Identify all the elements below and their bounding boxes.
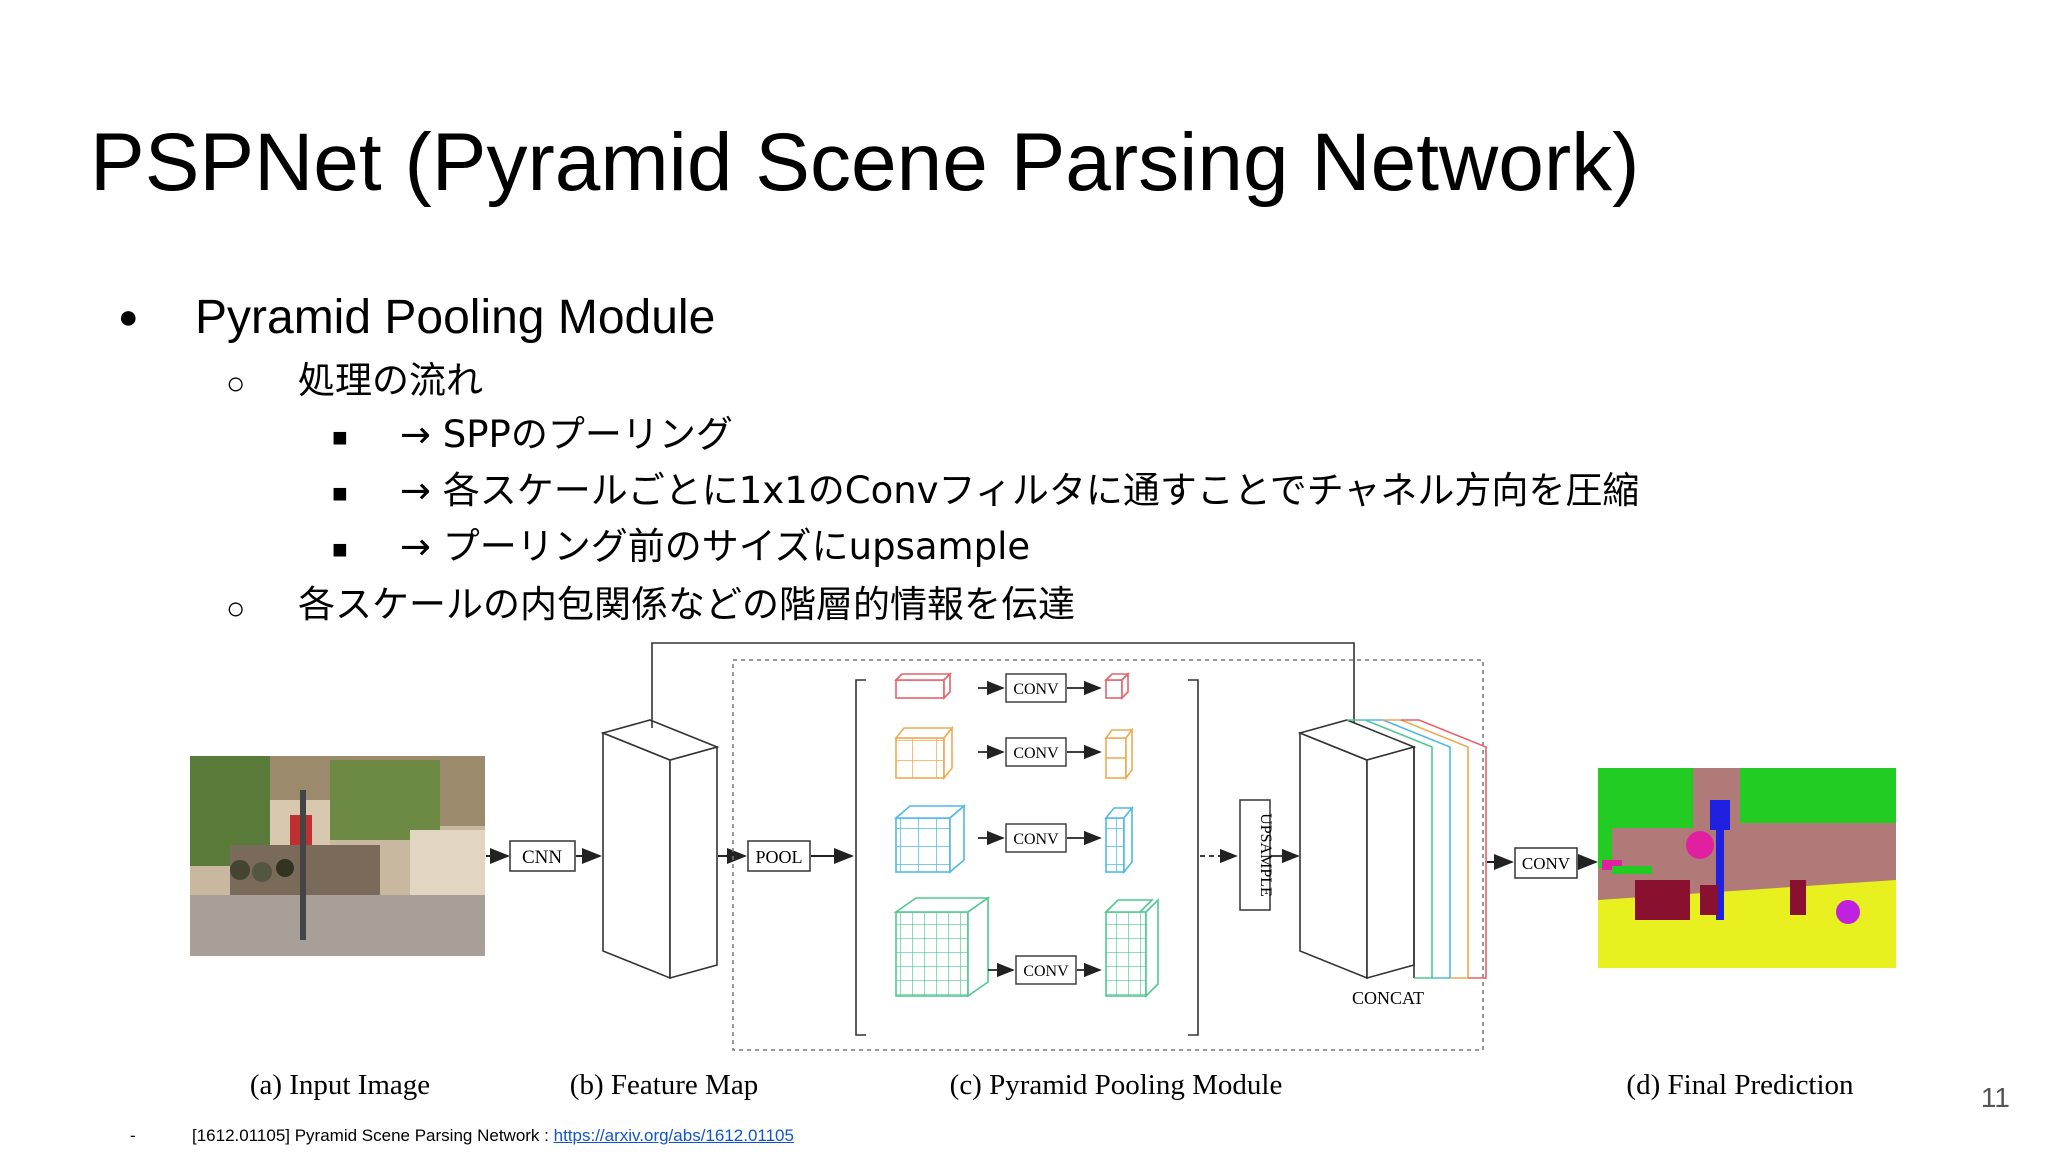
conv-label: CONV xyxy=(1013,831,1059,848)
pooled-bin-2x2 xyxy=(894,725,954,781)
step-upsample: → プーリング前のサイズにupsample xyxy=(400,525,1031,568)
bullet-pyramid-pooling-module: Pyramid Pooling Module xyxy=(195,291,716,344)
pool-box xyxy=(747,840,811,872)
sub-bullet-marker: ○ xyxy=(226,590,246,626)
bullet-marker: ● xyxy=(118,298,139,336)
footnote-dash: - xyxy=(130,1126,136,1145)
conv-box-3 xyxy=(1005,823,1067,853)
pooled-bin-3x3 xyxy=(893,804,967,874)
feature-map-block xyxy=(600,719,720,980)
conv-box-4 xyxy=(1015,955,1077,985)
upsample-box xyxy=(1239,799,1271,911)
caption-pyramid-pooling-module: (c) Pyramid Pooling Module xyxy=(950,1069,1283,1101)
conv-output-1 xyxy=(1104,672,1130,700)
sub-bullet-hierarchical-info: 各スケールの内包関係などの階層的情報を伝達 xyxy=(298,583,1075,626)
cnn-box xyxy=(509,840,576,872)
pooled-bin-6x6 xyxy=(893,896,991,998)
footnote-text-container: [1612.01105] Pyramid Scene Parsing Netwo… xyxy=(192,1126,794,1146)
step-1x1-conv: → 各スケールごとに1x1のConvフィルタに通すことでチャネル方向を圧縮 xyxy=(400,469,1640,512)
conv-label: CONV xyxy=(1013,745,1059,762)
page-number: 11 xyxy=(1980,1082,2010,1113)
conv-output-3 xyxy=(1104,805,1134,875)
final-prediction-image xyxy=(1598,768,1896,968)
step-marker: ■ xyxy=(332,534,348,564)
caption-final-prediction: (d) Final Prediction xyxy=(1626,1069,1854,1101)
slide-title: PSPNet (Pyramid Scene Parsing Network) xyxy=(90,117,1640,208)
upsample-label: UPSAMPLE xyxy=(1257,813,1274,897)
arxiv-link[interactable]: https://arxiv.org/abs/1612.01105 xyxy=(553,1126,794,1145)
pool-label: POOL xyxy=(755,847,802,867)
final-conv-box xyxy=(1514,847,1578,879)
step-marker: ■ xyxy=(332,478,348,508)
step-spp-pooling: → SPPのプーリング xyxy=(400,413,733,456)
concat-block xyxy=(1297,719,1487,980)
caption-input-image: (a) Input Image xyxy=(250,1069,430,1101)
pyramid-module-boundary xyxy=(732,659,1484,1051)
concat-label: CONCAT xyxy=(1352,988,1424,1008)
footnote-text: [1612.01105] Pyramid Scene Parsing Netwo… xyxy=(192,1126,554,1145)
cnn-label: CNN xyxy=(522,847,562,868)
conv-box-1 xyxy=(1005,673,1067,703)
conv-box-2 xyxy=(1005,737,1067,767)
conv-output-2 xyxy=(1104,727,1134,781)
step-marker: ■ xyxy=(332,422,348,452)
conv-output-4 xyxy=(1104,898,1159,998)
pooled-bin-1x1 xyxy=(894,672,952,700)
conv-label: CONV xyxy=(1023,963,1069,980)
caption-feature-map: (b) Feature Map xyxy=(570,1069,758,1101)
conv-label: CONV xyxy=(1013,681,1059,698)
sub-bullet-flow: 処理の流れ xyxy=(298,359,483,402)
sub-bullet-marker: ○ xyxy=(226,365,246,401)
input-image xyxy=(190,756,485,956)
final-conv-label: CONV xyxy=(1522,854,1571,873)
